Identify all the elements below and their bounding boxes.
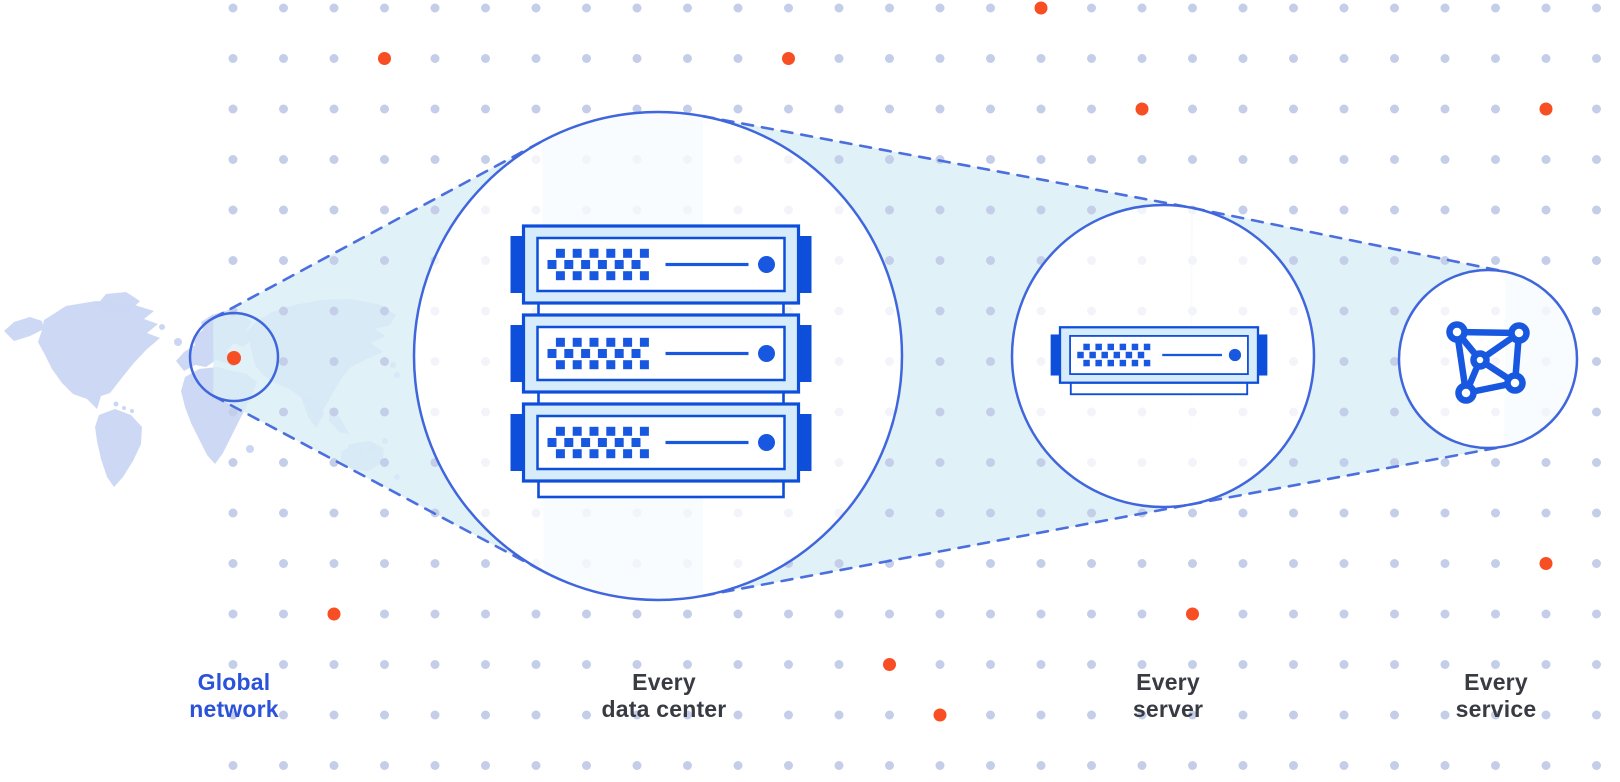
server-unit <box>510 224 812 321</box>
location-marker-dot <box>227 351 241 365</box>
label-every-server: Every server <box>1132 669 1204 722</box>
accent-dots <box>327 1 1553 722</box>
dashed-connector-lines <box>211 114 1508 598</box>
accent-dot <box>782 52 795 65</box>
zoom-circles <box>188 110 1579 602</box>
accent-dot <box>327 607 341 621</box>
server-rack <box>510 224 812 499</box>
accent-dot <box>1135 102 1149 116</box>
server-unit <box>510 402 812 499</box>
label-every-service: Every service <box>1455 669 1537 722</box>
accent-dot <box>1186 607 1199 621</box>
map-highlight-circle <box>188 311 280 403</box>
single-server <box>1050 326 1268 396</box>
accent-dot <box>933 708 947 722</box>
accent-dot <box>1539 102 1553 116</box>
server-unit <box>1050 326 1268 396</box>
accent-dot <box>378 52 391 65</box>
network-mesh-icon <box>1446 321 1530 404</box>
accent-dot <box>1539 557 1553 570</box>
server-unit <box>510 313 812 410</box>
accent-dot <box>1034 1 1048 15</box>
accent-dot <box>883 658 896 671</box>
data-center-circle <box>412 110 904 602</box>
server-circle <box>1010 203 1316 509</box>
service-circle <box>1397 268 1579 450</box>
label-every-data-center: Every data center <box>601 669 727 722</box>
label-global-network: Global network <box>189 669 279 722</box>
